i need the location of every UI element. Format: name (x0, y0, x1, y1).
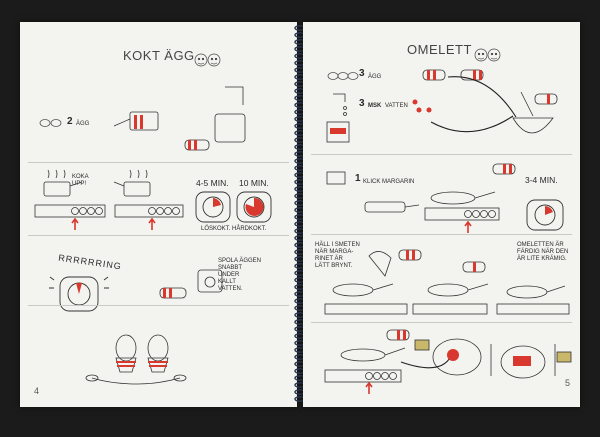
page-title: OMELETT (407, 42, 472, 57)
stove-left-icon (34, 169, 106, 218)
eggs-label: ÄGG (368, 74, 382, 80)
arrow-up-icon (464, 220, 472, 233)
eggs-count: 3 (359, 68, 365, 79)
divider (311, 154, 572, 155)
right-page: OMELETT 3 ÄGG 3 MSK VATTEN 1 KLICK MARGA… (303, 22, 580, 407)
eggs-icon (327, 72, 359, 80)
plate-omelette-icon (414, 338, 572, 379)
divider (28, 305, 289, 306)
eggs-count: 2 (67, 116, 73, 127)
kids-faces-icon (194, 53, 221, 67)
arrow-up-icon (365, 381, 373, 394)
rinse-label: SPOLA ÄGGEN SNABBT UNDER KALLT VATTEN. (218, 258, 262, 292)
butter-knife-icon (326, 171, 420, 213)
arrow-up-icon (71, 217, 79, 230)
time-hard: 10 MIN. (239, 178, 269, 188)
rinse-hand-icon (159, 269, 223, 299)
bowl-whisk-icon (430, 76, 558, 134)
spoons-icon (412, 99, 432, 113)
water-unit: MSK (368, 103, 382, 109)
soft-hard-label: LÖSKOKT. HÅRDKOKT. (201, 226, 267, 232)
margarine-label: KLICK MARGARIN (363, 179, 415, 185)
divider (311, 234, 572, 235)
left-page: KOKT ÄGG 2 ÄGG KOKA UPP! 4-5 MIN. 10 MIN… (20, 22, 297, 407)
page-number: 4 (34, 386, 40, 396)
pour-label: HÄLL I SMETEN NÄR MARGA- RINET ÄR LÄTT B… (315, 242, 360, 269)
divider (311, 322, 572, 323)
pan-stir-icon (412, 261, 489, 315)
egg-cups-icon (85, 334, 187, 385)
margarine-count: 1 (355, 173, 361, 184)
stove-middle-icon (113, 169, 184, 218)
timer-icon (526, 199, 564, 231)
left-illustrations (34, 53, 272, 385)
timer-soft-icon (195, 191, 231, 223)
eggs-label: ÄGG (76, 121, 90, 127)
faucet-icon (333, 93, 347, 116)
time-label: 3-4 MIN. (525, 175, 558, 185)
divider (28, 162, 289, 163)
page-title: KOKT ÄGG (123, 48, 195, 63)
divider (28, 235, 289, 236)
pan-pour-icon (324, 249, 422, 315)
water-label: VATTEN (385, 103, 408, 109)
pan-done-icon (496, 285, 570, 315)
arrow-up-icon (148, 217, 156, 230)
stove-icon (424, 163, 516, 221)
water-count: 3 (359, 98, 365, 109)
right-illustrations (324, 48, 572, 394)
pot-icon (113, 111, 159, 131)
eggs-icon (39, 119, 62, 127)
faucet-icon (184, 86, 246, 151)
timer-hard-icon (236, 191, 272, 223)
time-soft: 4-5 MIN. (196, 178, 229, 188)
pan-fold-icon (324, 329, 452, 383)
page-number: 5 (565, 378, 571, 388)
margarine-box-icon (326, 121, 350, 143)
kids-faces-icon (474, 48, 501, 62)
done-label: OMELETTEN ÄR FÄRDIG NÄR DEN ÄR LITE KRÄM… (517, 242, 569, 262)
boil-label: KOKA UPP! (72, 174, 89, 187)
hand-egg-icon (422, 69, 484, 81)
